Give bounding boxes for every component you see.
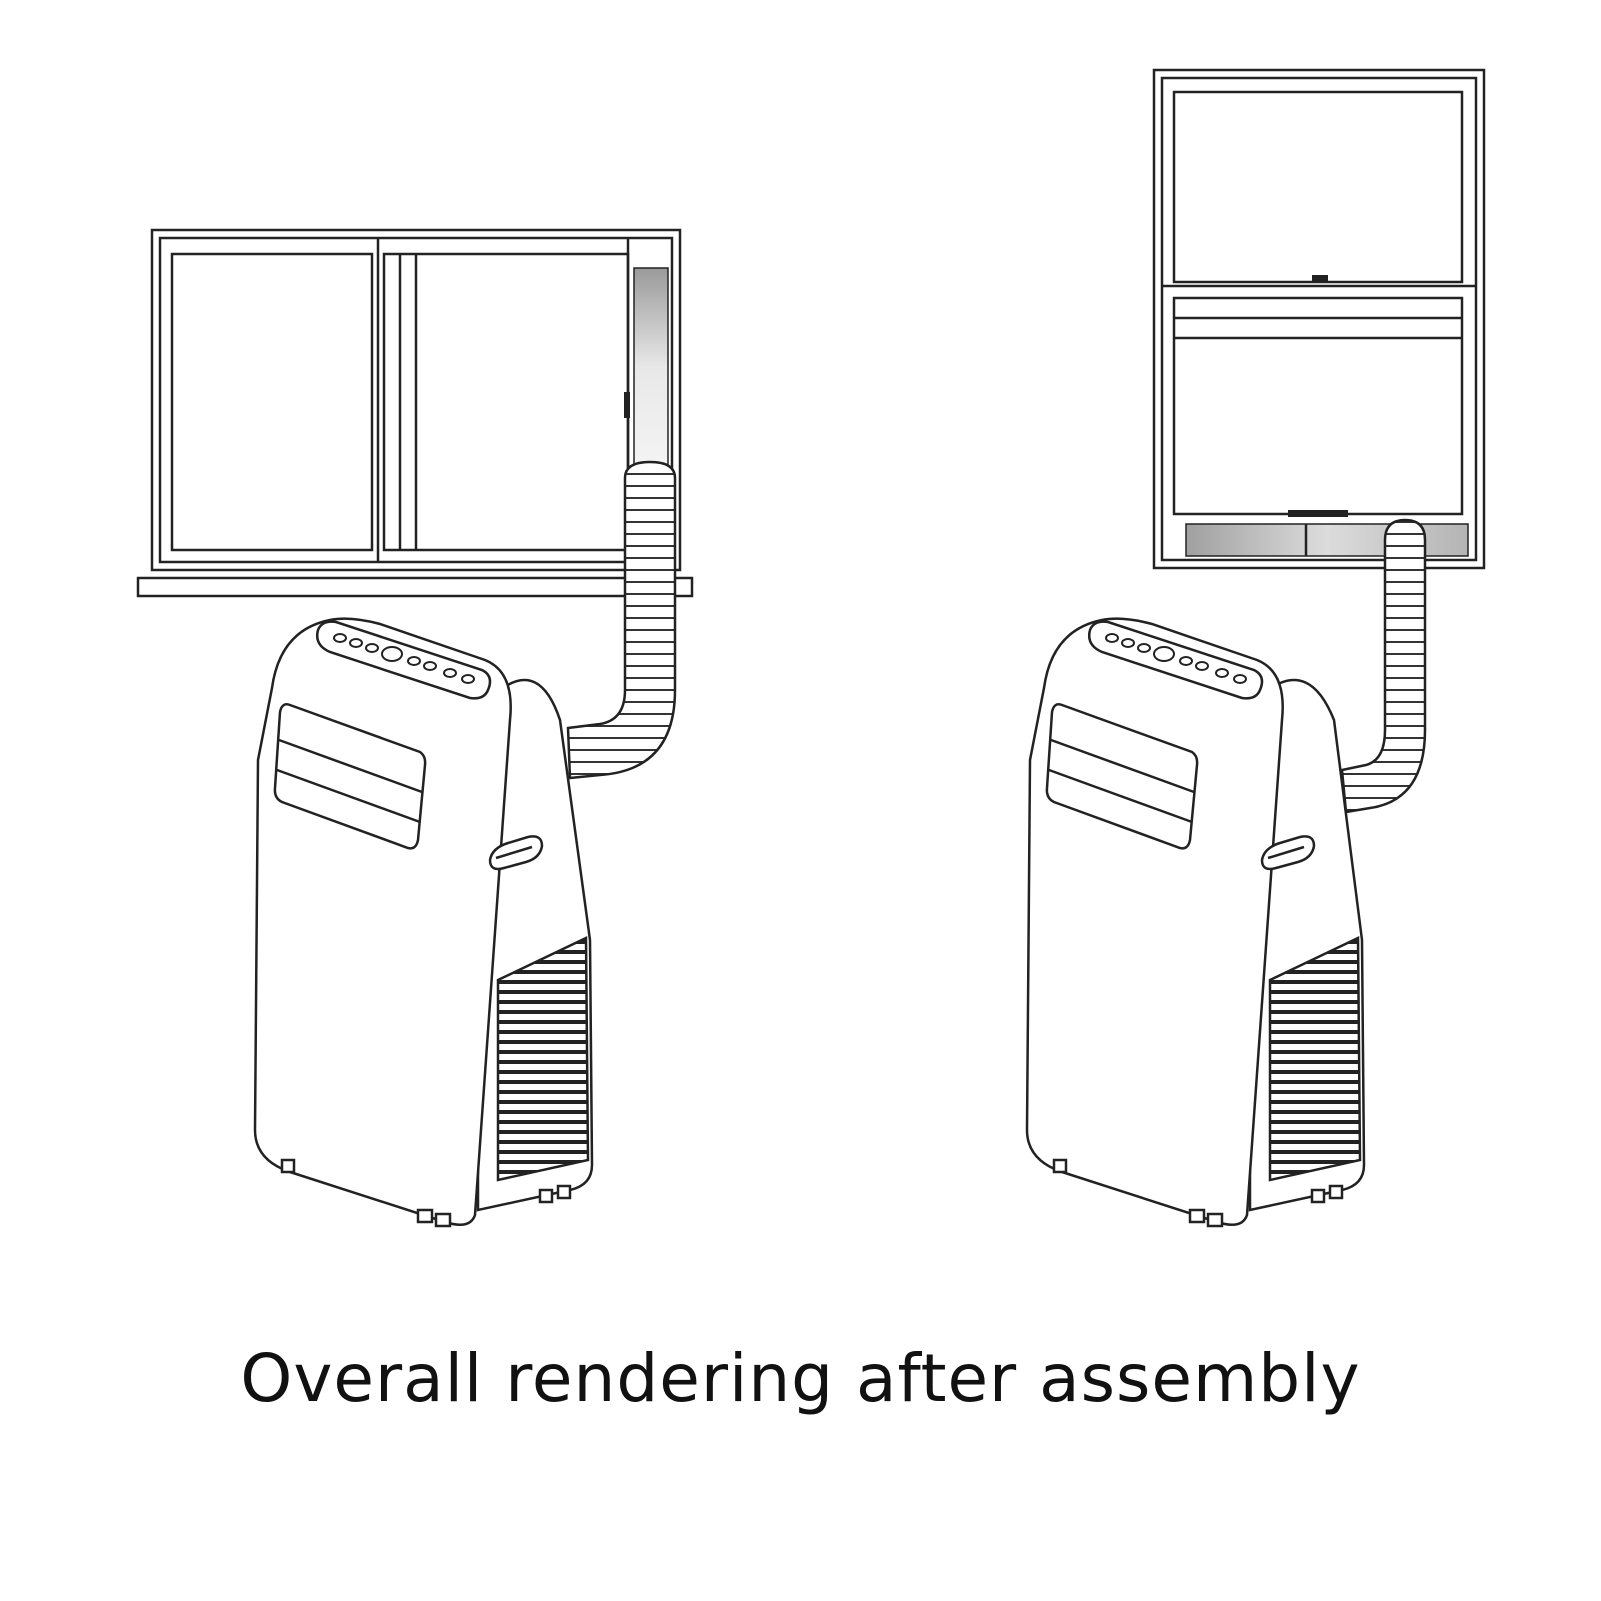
assembly-illustration [136, 68, 1486, 1228]
sliding-window [136, 228, 694, 598]
hung-window [1152, 68, 1486, 570]
ac-unit-right [1025, 617, 1366, 1228]
exhaust-hose-right [1340, 518, 1427, 814]
caption-text: Overall rendering after assembly [240, 1340, 1361, 1417]
ac-unit-left [253, 617, 594, 1228]
exhaust-hose-left [566, 460, 677, 780]
